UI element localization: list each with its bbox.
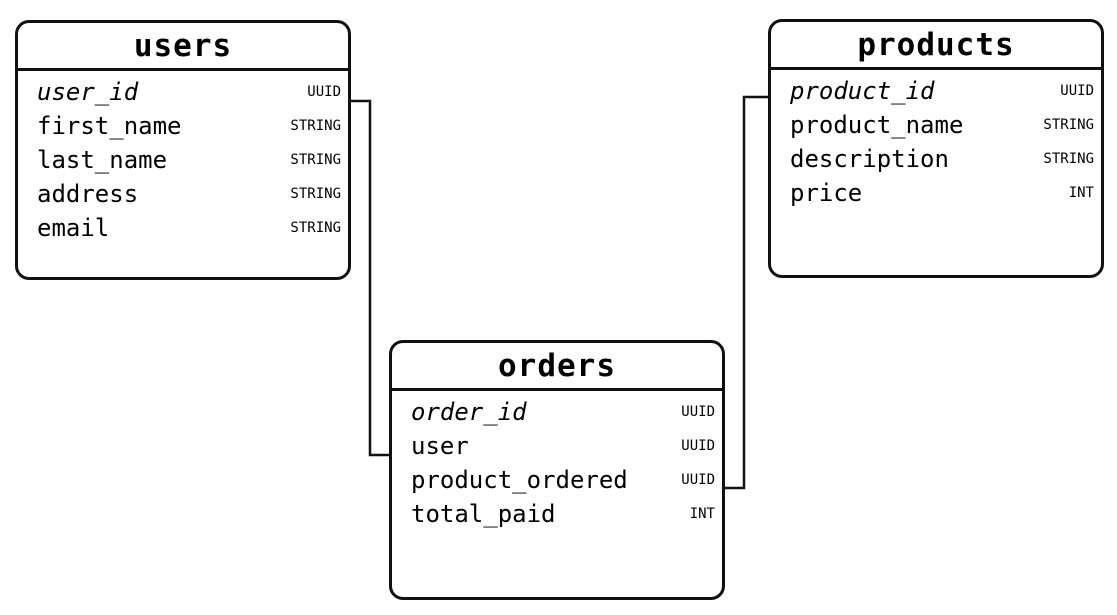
- field-type: STRING: [290, 118, 341, 134]
- relation-products-orders: [725, 95, 768, 490]
- field-name-user-id: user_id: [37, 78, 139, 106]
- field-type: INT: [689, 506, 715, 522]
- table-row: order_id UUID: [411, 395, 715, 429]
- field-name-user: user: [411, 432, 469, 460]
- table-row: last_name STRING: [37, 143, 341, 177]
- field-type: STRING: [1043, 117, 1094, 133]
- field-type: UUID: [681, 472, 715, 488]
- field-name-address: address: [37, 180, 139, 208]
- field-name-price: price: [790, 179, 863, 207]
- field-name-email: email: [37, 214, 110, 242]
- table-row: address STRING: [37, 177, 341, 211]
- field-type: STRING: [290, 152, 341, 168]
- table-row: product_ordered UUID: [411, 463, 715, 497]
- field-type: UUID: [1060, 83, 1094, 99]
- table-row: description STRING: [790, 142, 1094, 176]
- table-row: first_name STRING: [37, 109, 341, 143]
- table-row: total_paid INT: [411, 497, 715, 531]
- relation-users-orders: [351, 99, 389, 457]
- table-row: product_name STRING: [790, 108, 1094, 142]
- users-table-title: users: [18, 23, 348, 71]
- products-table: products product_id UUID product_name ST…: [768, 19, 1104, 278]
- field-name-description: description: [790, 145, 949, 173]
- field-type: STRING: [290, 220, 341, 236]
- field-type: STRING: [290, 186, 341, 202]
- field-name-product-id: product_id: [790, 77, 935, 105]
- field-type: STRING: [1043, 151, 1094, 167]
- field-type: UUID: [681, 404, 715, 420]
- field-name-product-ordered: product_ordered: [411, 466, 628, 494]
- field-type: UUID: [681, 438, 715, 454]
- users-table: users user_id UUID first_name STRING las…: [15, 20, 351, 280]
- table-row: user_id UUID: [37, 75, 341, 109]
- field-name-product-name: product_name: [790, 111, 964, 139]
- field-name-total-paid: total_paid: [411, 500, 556, 528]
- field-type: INT: [1068, 185, 1094, 201]
- field-name-order-id: order_id: [411, 398, 527, 426]
- field-type: UUID: [307, 84, 341, 100]
- products-table-title: products: [771, 22, 1101, 70]
- orders-table-title: orders: [392, 343, 722, 391]
- table-row: user UUID: [411, 429, 715, 463]
- field-name-first-name: first_name: [37, 112, 182, 140]
- table-row: email STRING: [37, 211, 341, 245]
- table-row: price INT: [790, 176, 1094, 210]
- orders-table: orders order_id UUID user UUID product_o…: [389, 340, 725, 600]
- field-name-last-name: last_name: [37, 146, 168, 174]
- table-row: product_id UUID: [790, 74, 1094, 108]
